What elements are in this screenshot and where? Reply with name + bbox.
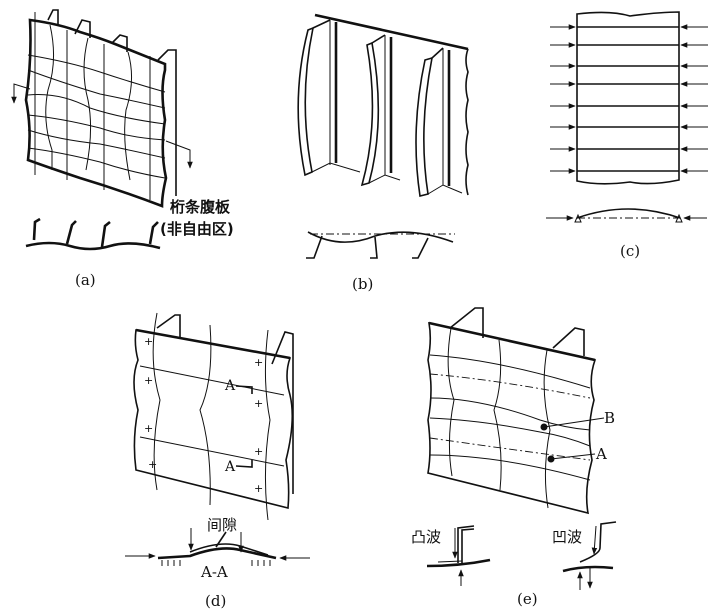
svg-text:+: + xyxy=(148,458,157,471)
gap-label: 间隙 xyxy=(207,516,237,534)
panel-a: 桁条腹板 (非自由区) (a) xyxy=(11,9,234,289)
point-b-label: B xyxy=(604,409,615,427)
caption-c: (c) xyxy=(620,242,640,260)
svg-text:+: + xyxy=(144,374,153,387)
top-edge xyxy=(314,13,469,51)
stringer-3 xyxy=(415,47,463,197)
caption-e: (e) xyxy=(517,590,538,608)
panel-e: B A 凸波 凹波 (e) xyxy=(411,307,617,608)
section-arrow-right xyxy=(165,140,193,169)
plate-outline xyxy=(576,11,680,185)
top-edge-d xyxy=(135,328,291,360)
section-marker-top-arrow xyxy=(235,385,253,394)
point-a-label: A xyxy=(595,445,607,463)
wave-lines-e xyxy=(429,354,591,481)
point-a-leader xyxy=(550,453,596,460)
section-marker-bottom: A xyxy=(224,459,236,475)
section-marker-top: A xyxy=(224,378,236,394)
plate-outline-e xyxy=(427,321,597,515)
stringer-web-label: 桁条腹板 xyxy=(170,198,231,216)
compression-lines xyxy=(577,26,679,172)
convex-wave-label: 凸波 xyxy=(411,528,441,546)
stringer-2 xyxy=(360,34,401,187)
cross-section-b xyxy=(306,231,455,259)
panel-b: (b) xyxy=(297,13,469,293)
concave-wave-label: 凹波 xyxy=(552,528,582,546)
rivet-marks: + + + + + + + + xyxy=(144,335,263,495)
svg-text:+: + xyxy=(254,397,263,410)
right-edge xyxy=(465,48,469,196)
concave-wave-section xyxy=(562,521,617,590)
svg-text:+: + xyxy=(144,422,153,435)
section-label-aa: A-A xyxy=(200,563,228,581)
svg-text:+: + xyxy=(144,335,153,348)
caption-d: (d) xyxy=(205,592,226,610)
panel-d: + + + + + + + + A A 间隙 A-A (d) xyxy=(125,312,310,610)
vertical-grid xyxy=(34,12,151,200)
stringer-flanges xyxy=(47,9,177,196)
cross-section-a xyxy=(25,217,161,251)
caption-a: (a) xyxy=(75,271,96,289)
horizontal-grid xyxy=(27,54,166,179)
caption-b: (b) xyxy=(352,275,373,293)
convex-wave-section xyxy=(426,525,491,586)
stringer-lines-e xyxy=(447,327,551,509)
non-free-zone-label: (非自由区) xyxy=(160,220,234,238)
cross-section-c xyxy=(546,208,707,223)
stringer-lines-d xyxy=(152,312,271,521)
svg-text:+: + xyxy=(254,482,263,495)
panel-c: (c) xyxy=(546,11,708,260)
top-edge-e xyxy=(428,321,596,362)
section-arrow-left xyxy=(11,83,31,104)
right-load-arrows xyxy=(680,24,708,174)
stringer-1 xyxy=(297,19,361,177)
point-b-leader xyxy=(543,417,605,428)
stringers-e xyxy=(449,307,585,356)
skin-outline xyxy=(24,18,168,208)
svg-text:+: + xyxy=(254,356,263,369)
rib-lines-d xyxy=(139,365,285,467)
section-marker-bottom-arrow xyxy=(235,460,253,468)
plate-outline-d xyxy=(133,329,294,510)
left-load-arrows xyxy=(550,24,576,174)
cross-section-aa xyxy=(125,528,310,566)
svg-text:+: + xyxy=(254,445,263,458)
